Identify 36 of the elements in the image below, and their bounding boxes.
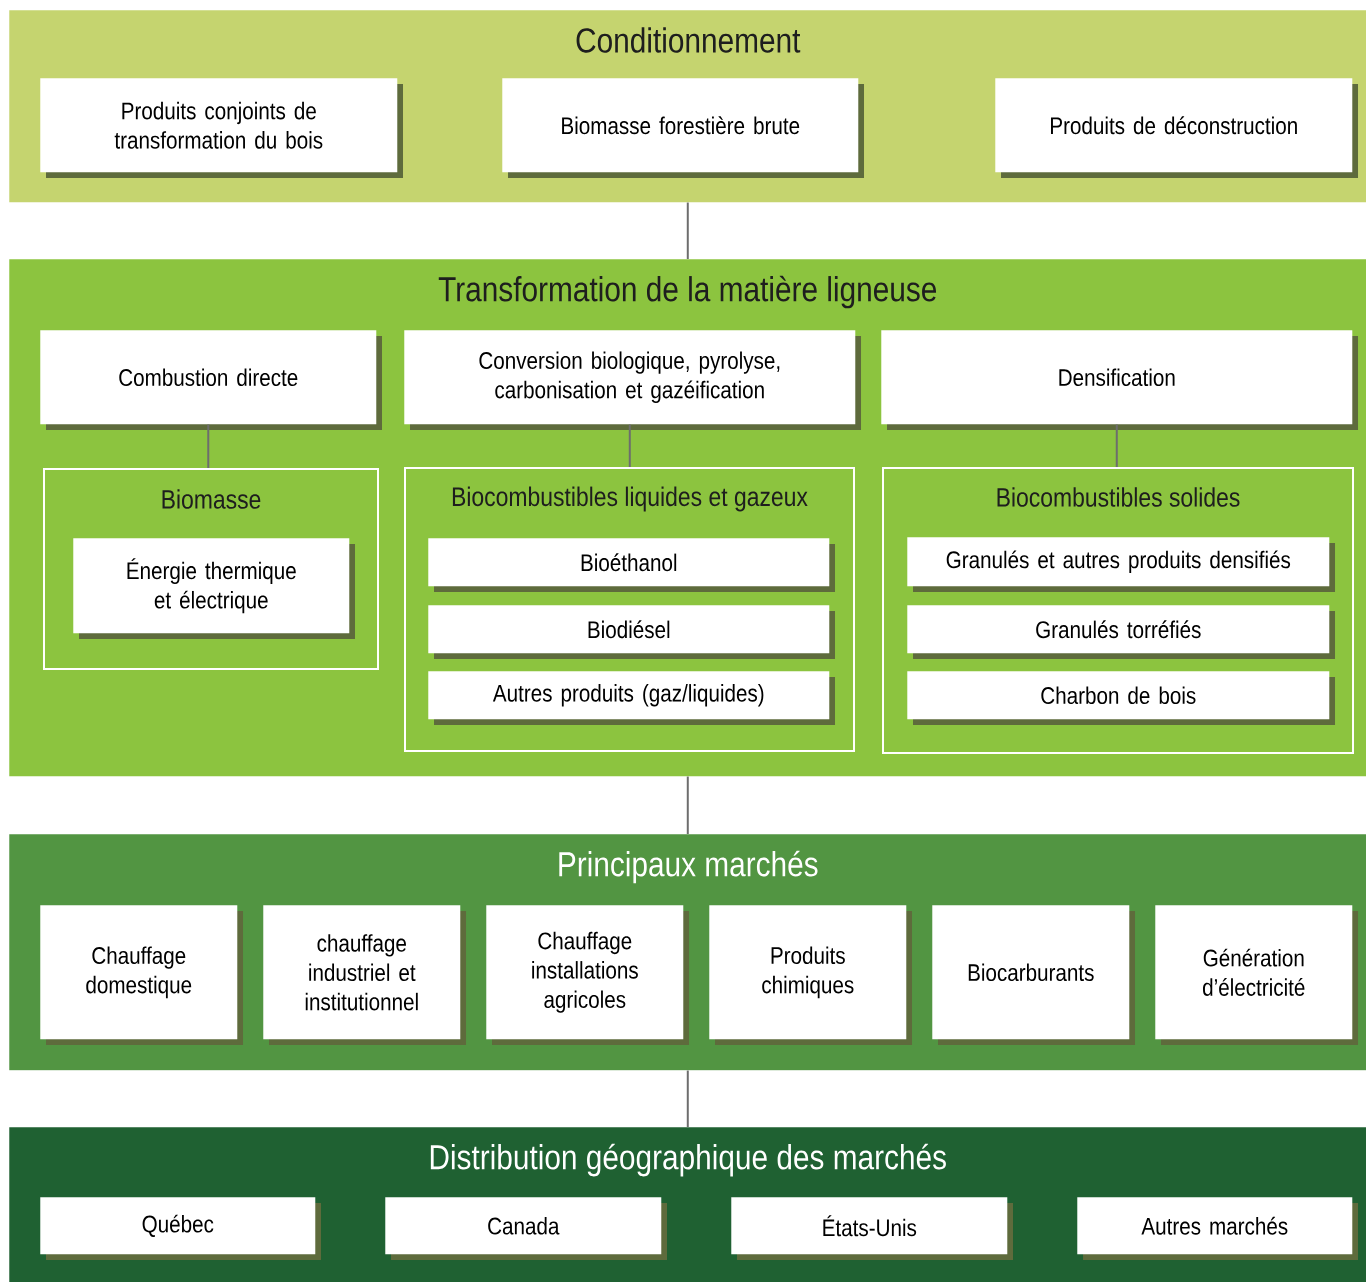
text-box: Granulés torréfiés bbox=[907, 605, 1335, 659]
group-heading: Biomasse bbox=[162, 489, 261, 509]
group-heading: Biocombustibles liquides et gazeux bbox=[452, 486, 808, 512]
text-box: Charbon de bois bbox=[907, 671, 1335, 725]
text-box: Énergie thermique et électrique bbox=[73, 538, 355, 639]
text-box: Bioéthanol bbox=[428, 538, 835, 592]
connector-line bbox=[686, 775, 689, 835]
text-box: Densification bbox=[881, 330, 1358, 430]
connector-line bbox=[686, 1069, 689, 1128]
text-box: Granulés et autres produits densifiés bbox=[907, 537, 1335, 592]
group-heading: Biocombustibles solides bbox=[997, 487, 1240, 507]
text-box: Québec bbox=[40, 1197, 321, 1260]
connector-line bbox=[207, 423, 210, 469]
text-box: Produits conjoints de transformation du bois bbox=[40, 78, 403, 178]
text-box: Biomasse forestière brute bbox=[502, 78, 864, 178]
text-box: Produits chimiques bbox=[709, 905, 912, 1045]
text-box: Canada bbox=[385, 1197, 667, 1260]
connector-line bbox=[1115, 423, 1118, 468]
text-box: Produits de déconstruction bbox=[995, 78, 1358, 178]
text-box: Combustion directe bbox=[40, 330, 382, 430]
band-heading: Transformation de la matière ligneuse bbox=[438, 275, 937, 309]
text-box: chauffage industriel et institutionnel bbox=[263, 905, 466, 1045]
connector-line bbox=[628, 423, 631, 468]
text-box: Biocarburants bbox=[932, 905, 1135, 1045]
text-box: Chauffage domestique bbox=[40, 905, 243, 1045]
text-box: Conversion biologique, pyrolyse, carbonisation et gazéification bbox=[404, 330, 861, 430]
text-box: Génération d’électricité bbox=[1155, 905, 1358, 1045]
connector-line bbox=[686, 201, 689, 260]
band-heading: Conditionnement bbox=[576, 27, 801, 53]
text-box: Autres marchés bbox=[1077, 1197, 1358, 1260]
text-box: Autres produits (gaz/liquides) bbox=[428, 671, 835, 725]
band-heading: Principaux marchés bbox=[559, 850, 818, 884]
band-heading: Distribution géographique des marchés bbox=[430, 1143, 946, 1177]
text-box: États-Unis bbox=[731, 1197, 1013, 1260]
text-box: Chauffage installations agricoles bbox=[486, 905, 689, 1045]
text-box: Biodiésel bbox=[428, 605, 835, 659]
